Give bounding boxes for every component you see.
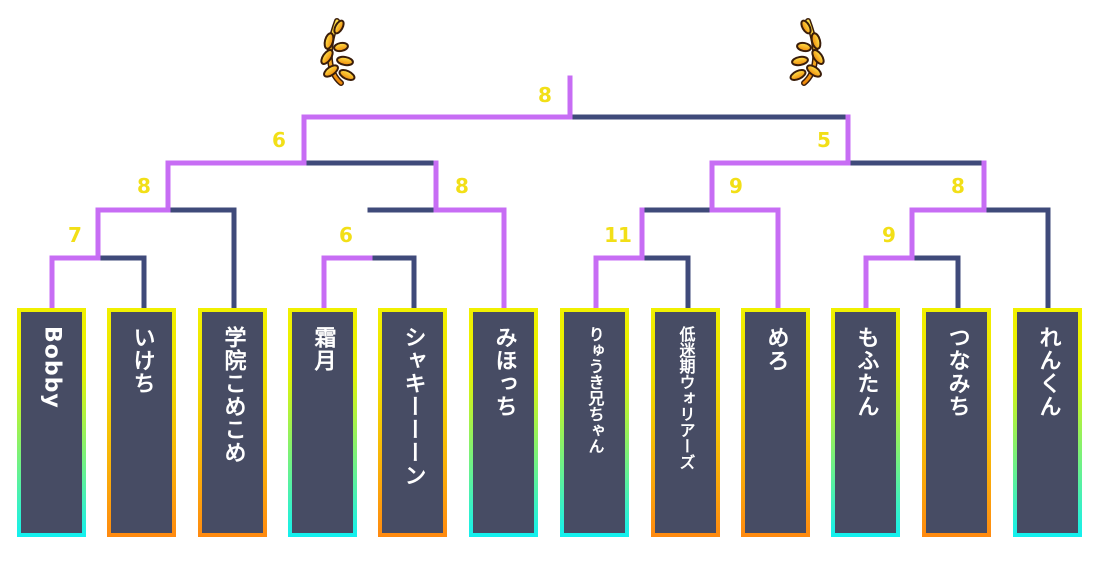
bracket-lines-losing <box>95 114 1051 309</box>
score-quarterfinal-4: 8 <box>951 174 965 198</box>
player-card[interactable]: 学院こめこめ <box>198 308 267 537</box>
bracket-lines-winning <box>49 75 987 309</box>
player-name: シャキーーーン <box>400 326 426 487</box>
score-quarterfinal-2: 8 <box>455 174 469 198</box>
score-final: 8 <box>538 83 552 107</box>
player-card[interactable]: 低迷期ウォリアーズ <box>651 308 720 537</box>
player-card[interactable]: れんくん <box>1013 308 1082 537</box>
player-name: もふたん <box>853 326 879 418</box>
score-round1-c: 11 <box>604 223 632 247</box>
player-name: 学院こめこめ <box>220 326 246 464</box>
score-round1-b: 6 <box>339 223 353 247</box>
player-name: つなみち <box>944 326 970 418</box>
player-name: 霜月 <box>310 326 336 372</box>
player-card[interactable]: 霜月 <box>288 308 357 537</box>
player-name: りゅうき兄ちゃん <box>585 326 605 454</box>
player-name: 低迷期ウォリアーズ <box>676 326 696 470</box>
laurel-icon <box>320 18 356 86</box>
player-card[interactable]: りゅうき兄ちゃん <box>560 308 629 537</box>
player-name: いけち <box>129 326 155 395</box>
player-name: Bobby <box>39 326 65 409</box>
player-card[interactable]: もふたん <box>831 308 900 537</box>
player-card[interactable]: Bobby <box>17 308 86 537</box>
laurel-icon <box>789 18 825 86</box>
score-quarterfinal-3: 9 <box>729 174 743 198</box>
player-card[interactable]: みほっち <box>469 308 538 537</box>
score-round1-d: 9 <box>882 223 896 247</box>
player-card[interactable]: シャキーーーン <box>378 308 447 537</box>
player-name: めろ <box>763 326 789 372</box>
player-card[interactable]: つなみち <box>922 308 991 537</box>
score-quarterfinal-1: 8 <box>137 174 151 198</box>
score-round1-a: 7 <box>68 223 82 247</box>
score-labels: 8 6 5 8 8 9 8 7 6 11 9 <box>68 83 965 247</box>
score-semifinal-left: 6 <box>272 128 286 152</box>
player-name: れんくん <box>1035 326 1061 418</box>
score-semifinal-right: 5 <box>817 128 831 152</box>
player-name: みほっち <box>491 326 517 418</box>
player-card[interactable]: いけち <box>107 308 176 537</box>
player-card[interactable]: めろ <box>741 308 810 537</box>
